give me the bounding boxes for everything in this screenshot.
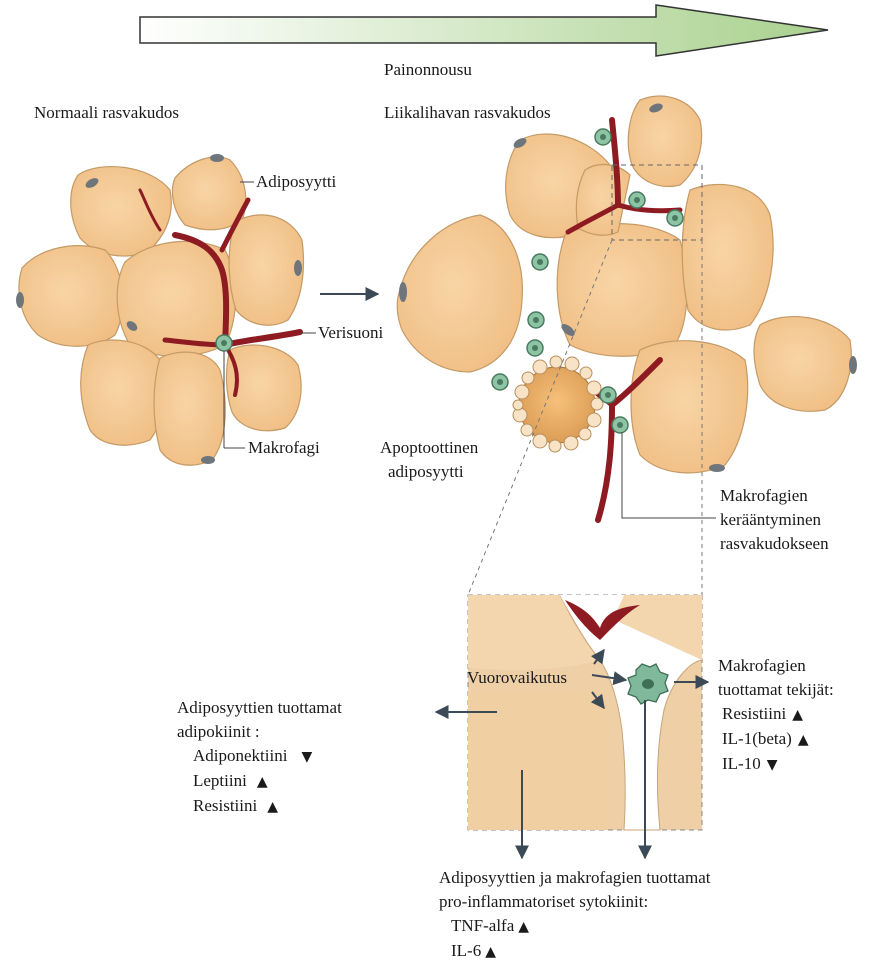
inset-panel: [468, 595, 702, 830]
macrophage-factor-item: IL-1(beta)▲: [722, 727, 834, 752]
cytokines-title-1: Adiposyyttien ja makrofagien tuottamat: [439, 866, 710, 890]
cytokine-item: TNF-alfa▲: [451, 914, 710, 939]
apoptotic-label: Apoptoottinen adiposyytti: [380, 436, 478, 484]
interaction-label: Vuorovaikutus: [467, 668, 567, 688]
trend-indicator: ▲: [798, 732, 809, 748]
cytokines-title-2: pro-inflammatoriset sytokiinit:: [439, 890, 710, 914]
adipokine-item: Adiponektiini▼: [193, 744, 342, 769]
vessel-label: Verisuoni: [318, 323, 383, 343]
normal-macrophage: [216, 335, 232, 351]
trend-indicator: ▲: [792, 707, 803, 723]
macrophage-factors-title-2: tuottamat tekijät:: [718, 678, 834, 702]
obese-tissue-title: Liikalihavan rasvakudos: [384, 103, 551, 123]
adipokines-block: Adiposyyttien tuottamat adipokiinit : Ad…: [177, 696, 342, 819]
cytokines-block: Adiposyyttien ja makrofagien tuottamat p…: [439, 866, 710, 964]
weight-gain-arrow: [140, 5, 828, 56]
adipokine-item: Leptiini▲: [193, 769, 342, 794]
apoptotic-adipocyte: [513, 356, 603, 452]
trend-indicator: ▼: [767, 757, 778, 773]
trend-indicator: ▲: [267, 799, 278, 815]
macrophage-factor-item: Resistiini▲: [722, 702, 834, 727]
macrophage-factor-item: IL-10▼: [722, 752, 834, 777]
macrophage-label: Makrofagi: [248, 438, 320, 458]
macrophage-factors-title-1: Makrofagien: [718, 654, 834, 678]
obese-tissue-cells: [397, 96, 851, 473]
accumulation-label: Makrofagien kerääntyminen rasvakudokseen: [720, 484, 829, 556]
trend-indicator: ▲: [518, 919, 529, 935]
normal-tissue-cells: [19, 157, 304, 465]
normal-tissue-title: Normaali rasvakudos: [34, 103, 179, 123]
adipokine-item: Resistiini▲: [193, 794, 342, 819]
cytokine-item: IL-6▲: [451, 939, 710, 964]
trend-indicator: ▲: [257, 774, 268, 790]
macrophage-factors-block: Makrofagien tuottamat tekijät: Resistiin…: [718, 654, 834, 777]
adipokines-title-2: adipokiinit :: [177, 720, 342, 744]
adipocyte-label: Adiposyytti: [256, 172, 336, 192]
trend-indicator: ▼: [301, 749, 312, 765]
weight-gain-label: Painonnousu: [384, 60, 472, 80]
adipokines-title-1: Adiposyyttien tuottamat: [177, 696, 342, 720]
trend-indicator: ▲: [485, 944, 496, 960]
